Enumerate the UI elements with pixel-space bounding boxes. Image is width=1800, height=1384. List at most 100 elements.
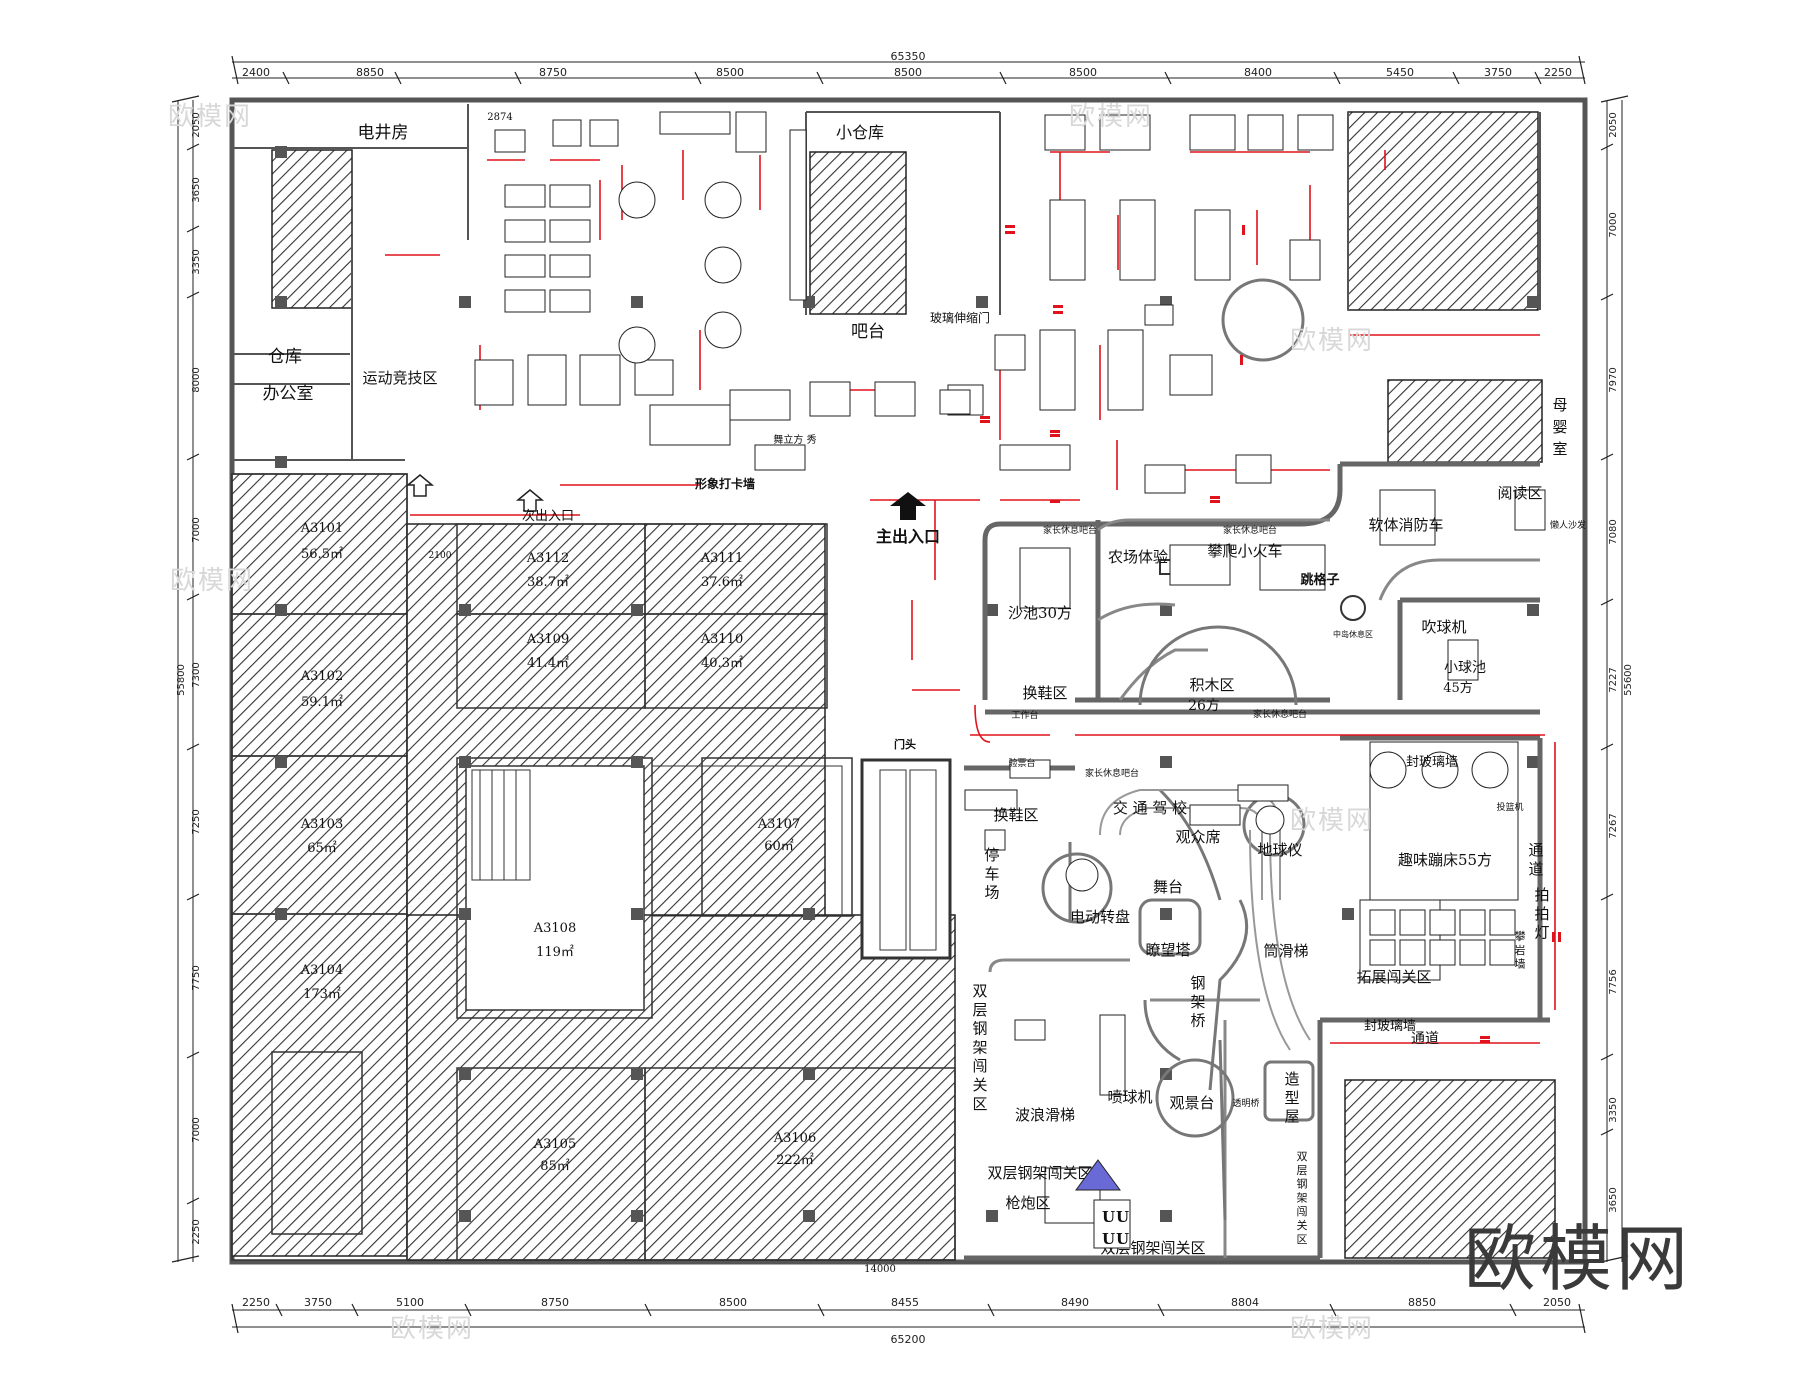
unit-id: A3102 xyxy=(300,669,343,684)
dim-label: 2250 xyxy=(1544,66,1572,79)
vertical-labels: 停车场 通道 拍拍灯 攀岩墙 钢架桥 造型屋 双层钢架闯关区 双层钢架闯关区 xyxy=(972,841,1549,1246)
svg-text:U: U xyxy=(1102,1230,1115,1248)
room-label: 室 xyxy=(1552,440,1567,458)
dim-label: 7227 xyxy=(1608,667,1619,692)
room-label: 观众席 xyxy=(1175,828,1220,846)
room-label: 软体消防车 xyxy=(1368,516,1443,534)
unit-area: 173㎡ xyxy=(303,987,341,1002)
room-label: 波浪滑梯 xyxy=(1015,1106,1075,1124)
unit-area: 85㎡ xyxy=(540,1159,570,1174)
dim-label: 7080 xyxy=(1608,519,1619,544)
left-total-dim: 55800 xyxy=(176,664,187,696)
unit-id: A3107 xyxy=(757,817,800,832)
dim-label: 8850 xyxy=(1408,1296,1436,1309)
room-label: 封玻璃墙 xyxy=(1364,1019,1416,1034)
dim-label: 7000 xyxy=(191,517,202,542)
dim-label: 7250 xyxy=(191,809,202,834)
room-label: 趣味蹦床55方 xyxy=(1398,851,1492,869)
dim-label: 8455 xyxy=(891,1296,919,1309)
stair-symbols xyxy=(471,559,1366,960)
unit-area: 222㎡ xyxy=(776,1153,814,1168)
entrance-markers xyxy=(405,474,545,512)
room-label: 筒滑梯 xyxy=(1263,942,1308,960)
bottom-total-dim: 65200 xyxy=(891,1333,926,1346)
watermark: 欧模网 xyxy=(1290,326,1375,356)
watermark: 欧模网 xyxy=(1290,1314,1375,1344)
a3108-inner xyxy=(465,765,645,1011)
svg-text:U: U xyxy=(1116,1230,1129,1248)
dim-label: 7267 xyxy=(1608,813,1619,838)
room-label: 沙池30方 xyxy=(1008,604,1072,622)
dim-label: 2250 xyxy=(242,1296,270,1309)
dim-label: 8500 xyxy=(894,66,922,79)
dim-label: 3350 xyxy=(191,249,202,274)
unit-area: 41.4㎡ xyxy=(527,656,569,671)
dim-label: 2050 xyxy=(1608,112,1619,137)
watermark: 欧模网 xyxy=(1069,102,1154,132)
room-label: 懒人沙发 xyxy=(1550,519,1586,531)
room-label: 瞭望塔 xyxy=(1145,941,1190,959)
dim-label: 7970 xyxy=(1608,367,1619,392)
room-label: 通道 xyxy=(1528,841,1543,878)
room-label: 26方 xyxy=(1188,698,1220,714)
room-label: 停车场 xyxy=(984,846,999,902)
room-label: 吹球机 xyxy=(1421,618,1466,636)
room-label: 双层钢架闯关区 xyxy=(1297,1150,1308,1246)
dim-label: 2400 xyxy=(242,66,270,79)
room-label: 换鞋区 xyxy=(993,806,1038,824)
room-label: 仓库 xyxy=(268,347,302,367)
cannon-sign: U U U U xyxy=(1075,1159,1131,1249)
room-label: 透明桥 xyxy=(1232,1097,1259,1109)
shop-unit-labels: A3101 56.5㎡ A3102 59.1㎡ A3103 65㎡ A3104 … xyxy=(300,521,816,1174)
dimension-labels: 65350 2400 8850 8750 8500 8500 8500 8400… xyxy=(176,50,1634,1346)
dim-label: 5100 xyxy=(396,1296,424,1309)
unit-area: 37.6㎡ xyxy=(701,575,743,590)
room-label: 家长休息吧台 xyxy=(1253,708,1307,720)
dimension-ticks xyxy=(171,55,1629,1334)
play-zone-walls xyxy=(964,461,1550,1261)
room-label: 攀岩墙 xyxy=(1515,930,1526,971)
dim-label: 5450 xyxy=(1386,66,1414,79)
dim-label: 2250 xyxy=(191,1219,202,1244)
dim-label: 7750 xyxy=(191,965,202,990)
dim-label: 8500 xyxy=(716,66,744,79)
unit-id: A3110 xyxy=(700,632,743,647)
watermark: 欧模网 xyxy=(170,566,255,596)
dim-label: 2100 xyxy=(429,551,452,561)
room-label: 办公室 xyxy=(263,384,314,404)
room-label: 枪炮区 xyxy=(1005,1194,1050,1212)
unit-id: A3101 xyxy=(300,521,343,536)
room-label: 钢架桥 xyxy=(1190,974,1205,1030)
room-labels: 电井房 仓库 办公室 运动竞技区 小仓库 吧台 玻璃伸缩门 形象打卡墙 舞立方 … xyxy=(263,112,1587,1275)
unit-id: A3112 xyxy=(526,551,569,566)
dim-label: 2050 xyxy=(191,112,202,137)
dim-label: 3750 xyxy=(1484,66,1512,79)
dim-label: 8750 xyxy=(539,66,567,79)
room-label: 母 xyxy=(1552,396,1567,414)
room-label: 电井房 xyxy=(358,123,409,143)
room-label: 换鞋区 xyxy=(1022,684,1067,702)
unit-id: A3111 xyxy=(700,551,743,566)
dim-label: 8804 xyxy=(1231,1296,1259,1309)
room-label: 拓展闯关区 xyxy=(1356,968,1431,986)
watermark: 欧模网 xyxy=(390,1314,475,1344)
dim-label: 3350 xyxy=(1608,1097,1619,1122)
room-label: 家长休息吧台 xyxy=(1043,524,1097,536)
brand-logo: 欧模网 xyxy=(1463,1217,1692,1301)
room-label: 投篮机 xyxy=(1496,801,1523,813)
unit-id: A3104 xyxy=(300,963,343,978)
unit-area: 60㎡ xyxy=(764,839,794,854)
room-label: 交 通 驾 校 xyxy=(1113,799,1187,817)
room-label: 门头 xyxy=(894,737,916,751)
room-label: 45方 xyxy=(1443,680,1473,696)
top-total-dim: 65350 xyxy=(891,50,926,63)
room-label: 舞立方 秀 xyxy=(773,433,816,446)
room-label: 家长休息吧台 xyxy=(1223,524,1277,536)
room-label: 地球仪 xyxy=(1257,841,1302,859)
secondary-entrance-label: 次出入口 xyxy=(522,508,574,524)
room-label: 双层钢架闯关区 xyxy=(987,1164,1092,1182)
room-label: 攀爬小火车 xyxy=(1207,542,1282,560)
room-label: 中岛休息区 xyxy=(1333,629,1373,639)
room-label: 验票台 xyxy=(1008,757,1035,769)
room-label: 通道 xyxy=(1411,1031,1439,1047)
